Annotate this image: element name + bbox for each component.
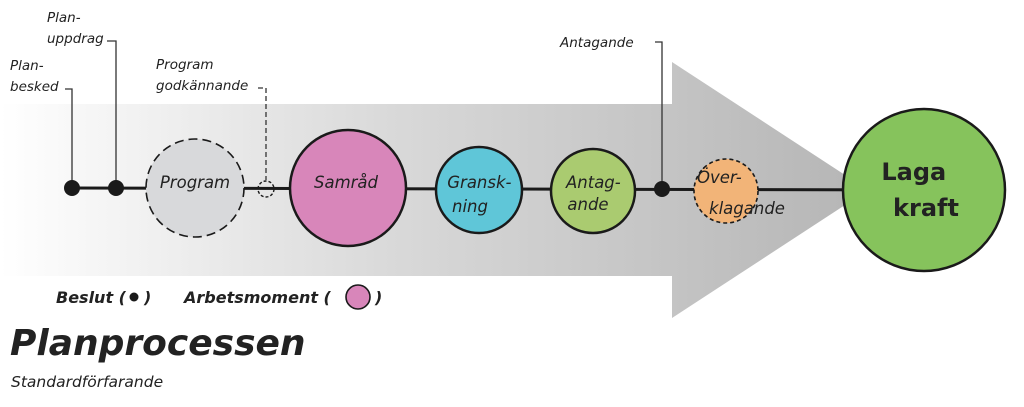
legend-decision-dot — [129, 292, 139, 302]
legend-arbetsmoment-close: ) — [374, 288, 382, 307]
program-godkannande-leader — [258, 87, 267, 180]
program-godkannande-dot — [257, 180, 275, 198]
diagram-subtitle: Standardförfarande — [11, 373, 163, 391]
laga-kraft-label: Laga kraft — [881, 158, 959, 222]
planuppdrag-leader — [107, 40, 117, 188]
program-node — [145, 138, 245, 238]
laga-kraft-node — [841, 107, 1007, 273]
planuppdrag-decision-dot — [108, 180, 124, 196]
legend-beslut-label: Beslut ( — [56, 288, 127, 307]
legend-work-circle — [345, 284, 371, 310]
program-label: Program — [160, 173, 230, 192]
antagande-node-label: Antag- ande — [565, 173, 626, 214]
planuppdrag-label: Plan- uppdrag — [47, 10, 104, 47]
antagande-callout-label: Antagande — [559, 35, 634, 51]
antagande-node — [549, 147, 637, 235]
legend-arbetsmoment-label: Arbetsmoment ( — [182, 288, 332, 307]
program-godkannande-label: Program godkännande — [156, 57, 248, 94]
overklagande-label: Över- klagande — [697, 168, 785, 218]
antagande-leader — [655, 41, 663, 188]
diagram-title: Planprocessen — [10, 323, 306, 364]
planbesked-decision-dot — [64, 180, 80, 196]
legend-beslut-close: ) — [143, 288, 151, 307]
granskning-label: Gransk- ning — [447, 173, 517, 216]
overklagande-node — [693, 158, 759, 224]
samrad-node — [288, 128, 408, 248]
planbesked-leader — [65, 88, 73, 188]
planbesked-label: Plan- besked — [10, 58, 59, 95]
granskning-node — [434, 145, 524, 235]
antagande-decision-dot — [654, 181, 670, 197]
samrad-label: Samråd — [314, 173, 379, 192]
